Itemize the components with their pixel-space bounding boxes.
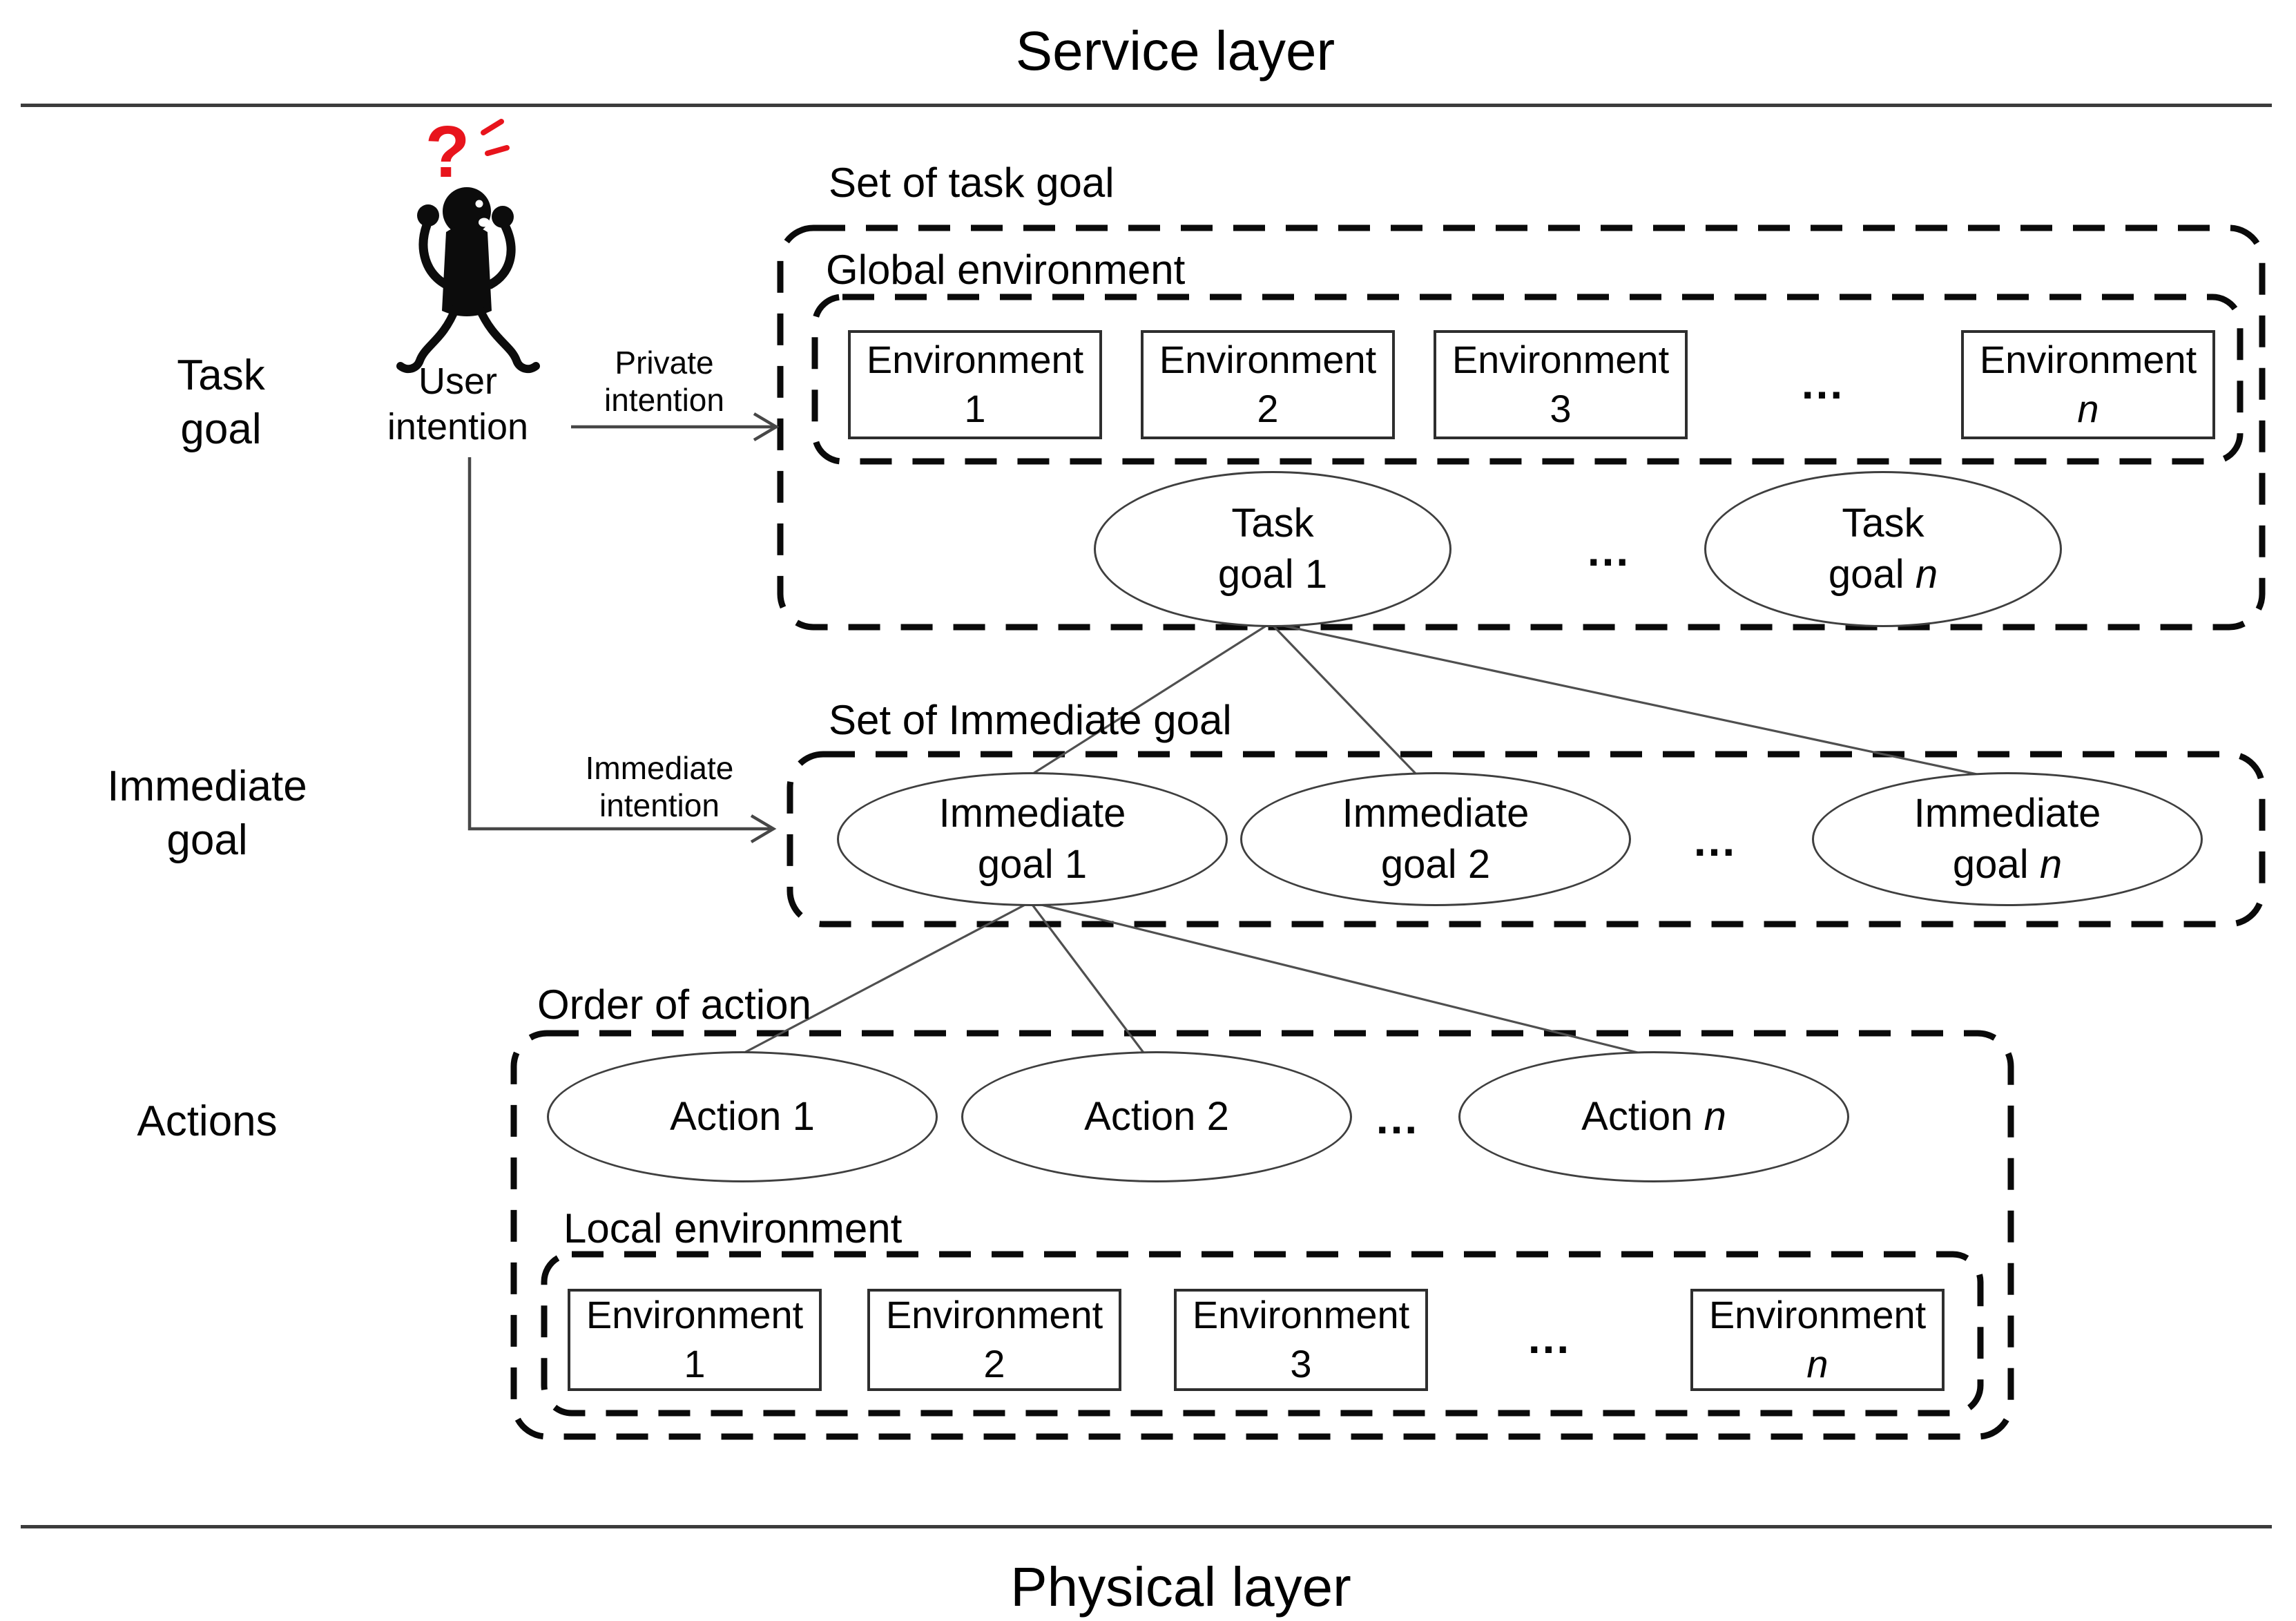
- immediate-goal-ellipsis: ...: [1693, 816, 1737, 865]
- immediate-intention-label: Immediate intention: [585, 750, 734, 824]
- local-environment-box-3: Environment 3: [1174, 1289, 1428, 1391]
- task-goal-ellipsis: ...: [1587, 526, 1631, 575]
- order-of-action-title: Order of action: [537, 981, 811, 1028]
- local-environment-box-n: Environment n: [1690, 1289, 1945, 1391]
- environment-label: Environment: [1451, 338, 1670, 382]
- local-environment-title: Local environment: [563, 1205, 903, 1251]
- service-layer-title: Service layer: [1015, 20, 1335, 81]
- row-label-actions: Actions: [137, 1097, 278, 1145]
- service-layer-divider: [21, 104, 2272, 107]
- arrowhead-icon: [750, 814, 777, 843]
- task-goal-line1: Task: [1842, 500, 1924, 546]
- task-section-title: Set of task goal: [829, 160, 1115, 206]
- environment-label: Environment: [586, 1293, 804, 1337]
- environment-number: 1: [684, 1342, 706, 1385]
- environment-number: 1: [964, 387, 986, 430]
- environment-label: Environment: [1192, 1293, 1410, 1337]
- action-ellipsis: ...: [1376, 1093, 1420, 1143]
- global-environment-title: Global environment: [826, 247, 1186, 293]
- immediate-section-title: Set of Immediate goal: [829, 697, 1232, 743]
- global-environment-ellipsis: ...: [1801, 358, 1845, 408]
- environment-number: 3: [1290, 1342, 1312, 1385]
- environment-number: n: [1806, 1342, 1829, 1385]
- local-environment-ellipsis: ...: [1527, 1313, 1572, 1363]
- tree-line: [1030, 901, 1644, 1055]
- environment-label: Environment: [1708, 1293, 1927, 1337]
- immediate-goal-line1: Immediate: [1342, 790, 1530, 836]
- environment-label: Environment: [866, 338, 1084, 382]
- row-label-task-goal: Task goal: [177, 352, 265, 454]
- row-label-immediate-goal: Immediate goal: [107, 762, 307, 865]
- global-environment-box-1: Environment 1: [848, 330, 1102, 439]
- immediate-goal-line1: Immediate: [1913, 790, 2101, 836]
- global-environment-box-3: Environment 3: [1434, 330, 1688, 439]
- environment-number: 3: [1550, 387, 1572, 430]
- local-environment-box-2: Environment 2: [867, 1289, 1121, 1391]
- local-environment-box-1: Environment 1: [568, 1289, 822, 1391]
- confused-person-icon: [396, 187, 540, 374]
- user-intention-label: User intention: [387, 361, 529, 448]
- environment-number: n: [2077, 387, 2099, 430]
- environment-number: 2: [983, 1342, 1005, 1385]
- immediate-goal-line1: Immediate: [938, 790, 1126, 836]
- environment-label: Environment: [1159, 338, 1377, 382]
- tree-line: [1269, 622, 1418, 776]
- tree-line: [1029, 901, 1145, 1053]
- environment-number: 2: [1257, 387, 1279, 430]
- environment-label: Environment: [885, 1293, 1103, 1337]
- tree-line: [744, 901, 1031, 1054]
- private-intention-label: Private intention: [604, 345, 724, 419]
- question-mark: ?: [425, 111, 470, 193]
- physical-layer-divider: [21, 1525, 2272, 1528]
- tree-line: [1270, 622, 1994, 779]
- arrowhead-icon: [753, 412, 780, 441]
- physical-layer-title: Physical layer: [1010, 1556, 1351, 1618]
- global-environment-box-2: Environment 2: [1141, 330, 1395, 439]
- global-environment-box-n: Environment n: [1961, 330, 2215, 439]
- environment-label: Environment: [1979, 338, 2197, 382]
- task-goal-line1: Task: [1231, 500, 1314, 546]
